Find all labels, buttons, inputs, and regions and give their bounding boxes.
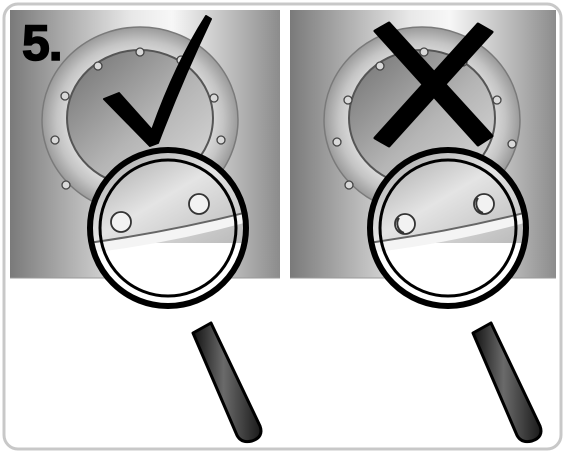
damaged-bolts xyxy=(394,193,495,235)
magnifier-lens xyxy=(367,147,529,309)
magnifier-handle xyxy=(471,321,543,444)
panel-correct xyxy=(10,10,280,444)
clean-bolts xyxy=(110,193,210,233)
flange-bolts xyxy=(50,47,226,190)
magnifier-lens xyxy=(87,147,249,309)
magnifier-handle xyxy=(191,321,263,444)
x-cross-icon xyxy=(373,21,494,148)
panel-incorrect xyxy=(290,10,556,444)
step-number: 5. xyxy=(21,15,63,71)
panel-divider xyxy=(280,10,290,278)
checkmark-icon xyxy=(103,15,212,147)
